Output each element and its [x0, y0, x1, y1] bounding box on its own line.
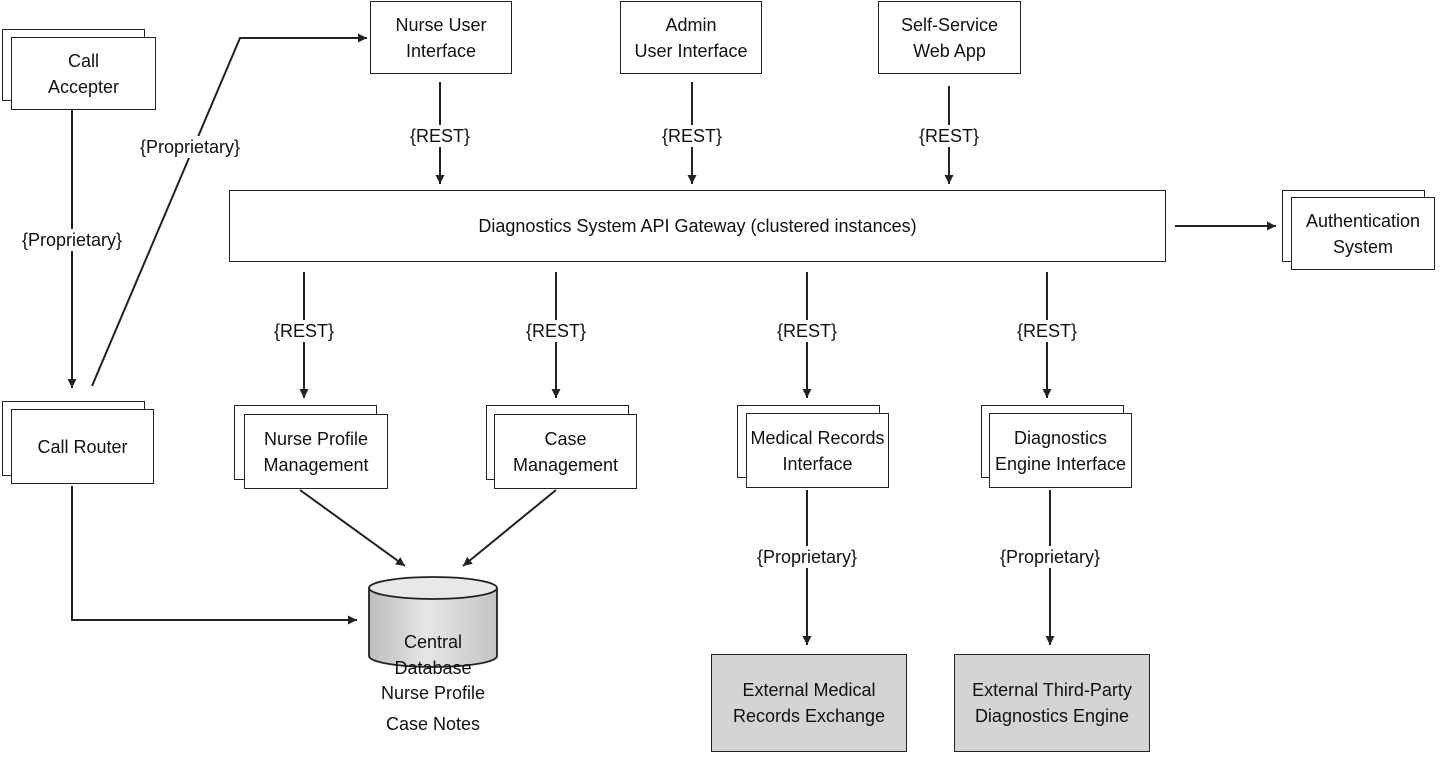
arrow-nurse-profile-to-db [299, 489, 406, 567]
api-gateway-label: Diagnostics System API Gateway (clustere… [478, 216, 917, 236]
central-database: Central Database [369, 603, 497, 681]
authentication-system: Authentication System [1291, 197, 1435, 270]
self-service-web-app-label: Self-Service Web App [900, 14, 999, 61]
label-case-mgmt-rest: {REST} [523, 320, 589, 342]
call-router: Call Router [11, 409, 154, 484]
central-database-label: Central Database [394, 632, 472, 678]
label-medical-records-protocol: {Proprietary} [754, 546, 860, 568]
database-content-nurse-profile: Nurse Profile [380, 683, 486, 703]
label-nurse-profile-rest: {REST} [271, 320, 337, 342]
label-diag-engine-protocol: {Proprietary} [997, 546, 1103, 568]
call-router-label: Call Router [37, 436, 128, 457]
external-diagnostics-engine: External Third-Party Diagnostics Engine [954, 654, 1150, 752]
external-diagnostics-engine-label: External Third-Party Diagnostics Engine [972, 680, 1132, 726]
arrow-router-to-database [71, 486, 357, 625]
label-self-service-rest: {REST} [916, 125, 982, 147]
self-service-web-app: Self-Service Web App [878, 1, 1021, 74]
external-medical-records-exchange: External Medical Records Exchange [711, 654, 907, 752]
case-management: Case Management [494, 414, 637, 489]
admin-user-interface-label: Admin User Interface [634, 14, 748, 61]
nurse-user-interface: Nurse User Interface [370, 1, 512, 74]
central-database-cylinder [368, 576, 498, 668]
medical-records-interface-label: Medical Records Interface [750, 427, 885, 474]
diagnostics-engine-interface: Diagnostics Engine Interface [989, 413, 1132, 488]
database-content-case-notes: Case Notes [385, 714, 481, 734]
external-medical-records-exchange-label: External Medical Records Exchange [732, 680, 886, 726]
label-nurse-ui-rest: {REST} [407, 125, 473, 147]
label-diag-engine-rest: {REST} [1014, 320, 1080, 342]
label-medical-records-rest: {REST} [774, 320, 840, 342]
arrow-case-mgmt-to-db [462, 489, 557, 567]
arrow-router-to-nurse-ui [91, 33, 367, 387]
case-management-label: Case Management [512, 428, 619, 475]
label-admin-ui-rest: {REST} [659, 125, 725, 147]
call-accepter-label: Call Accepter [47, 50, 120, 97]
label-accepter-router-protocol: {Proprietary} [19, 229, 125, 251]
label-router-nurse-ui-protocol: {Proprietary} [137, 136, 243, 158]
nurse-profile-management: Nurse Profile Management [244, 414, 388, 489]
database-contents: Nurse Profile Case Notes [353, 678, 513, 740]
medical-records-interface: Medical Records Interface [746, 413, 889, 488]
authentication-system-label: Authentication System [1305, 210, 1421, 257]
nurse-user-interface-label: Nurse User Interface [395, 14, 487, 61]
admin-user-interface: Admin User Interface [620, 1, 762, 74]
diagnostics-engine-interface-label: Diagnostics Engine Interface [994, 427, 1127, 474]
api-gateway: Diagnostics System API Gateway (clustere… [229, 190, 1166, 262]
call-accepter: Call Accepter [11, 37, 156, 110]
nurse-profile-management-label: Nurse Profile Management [263, 428, 369, 475]
